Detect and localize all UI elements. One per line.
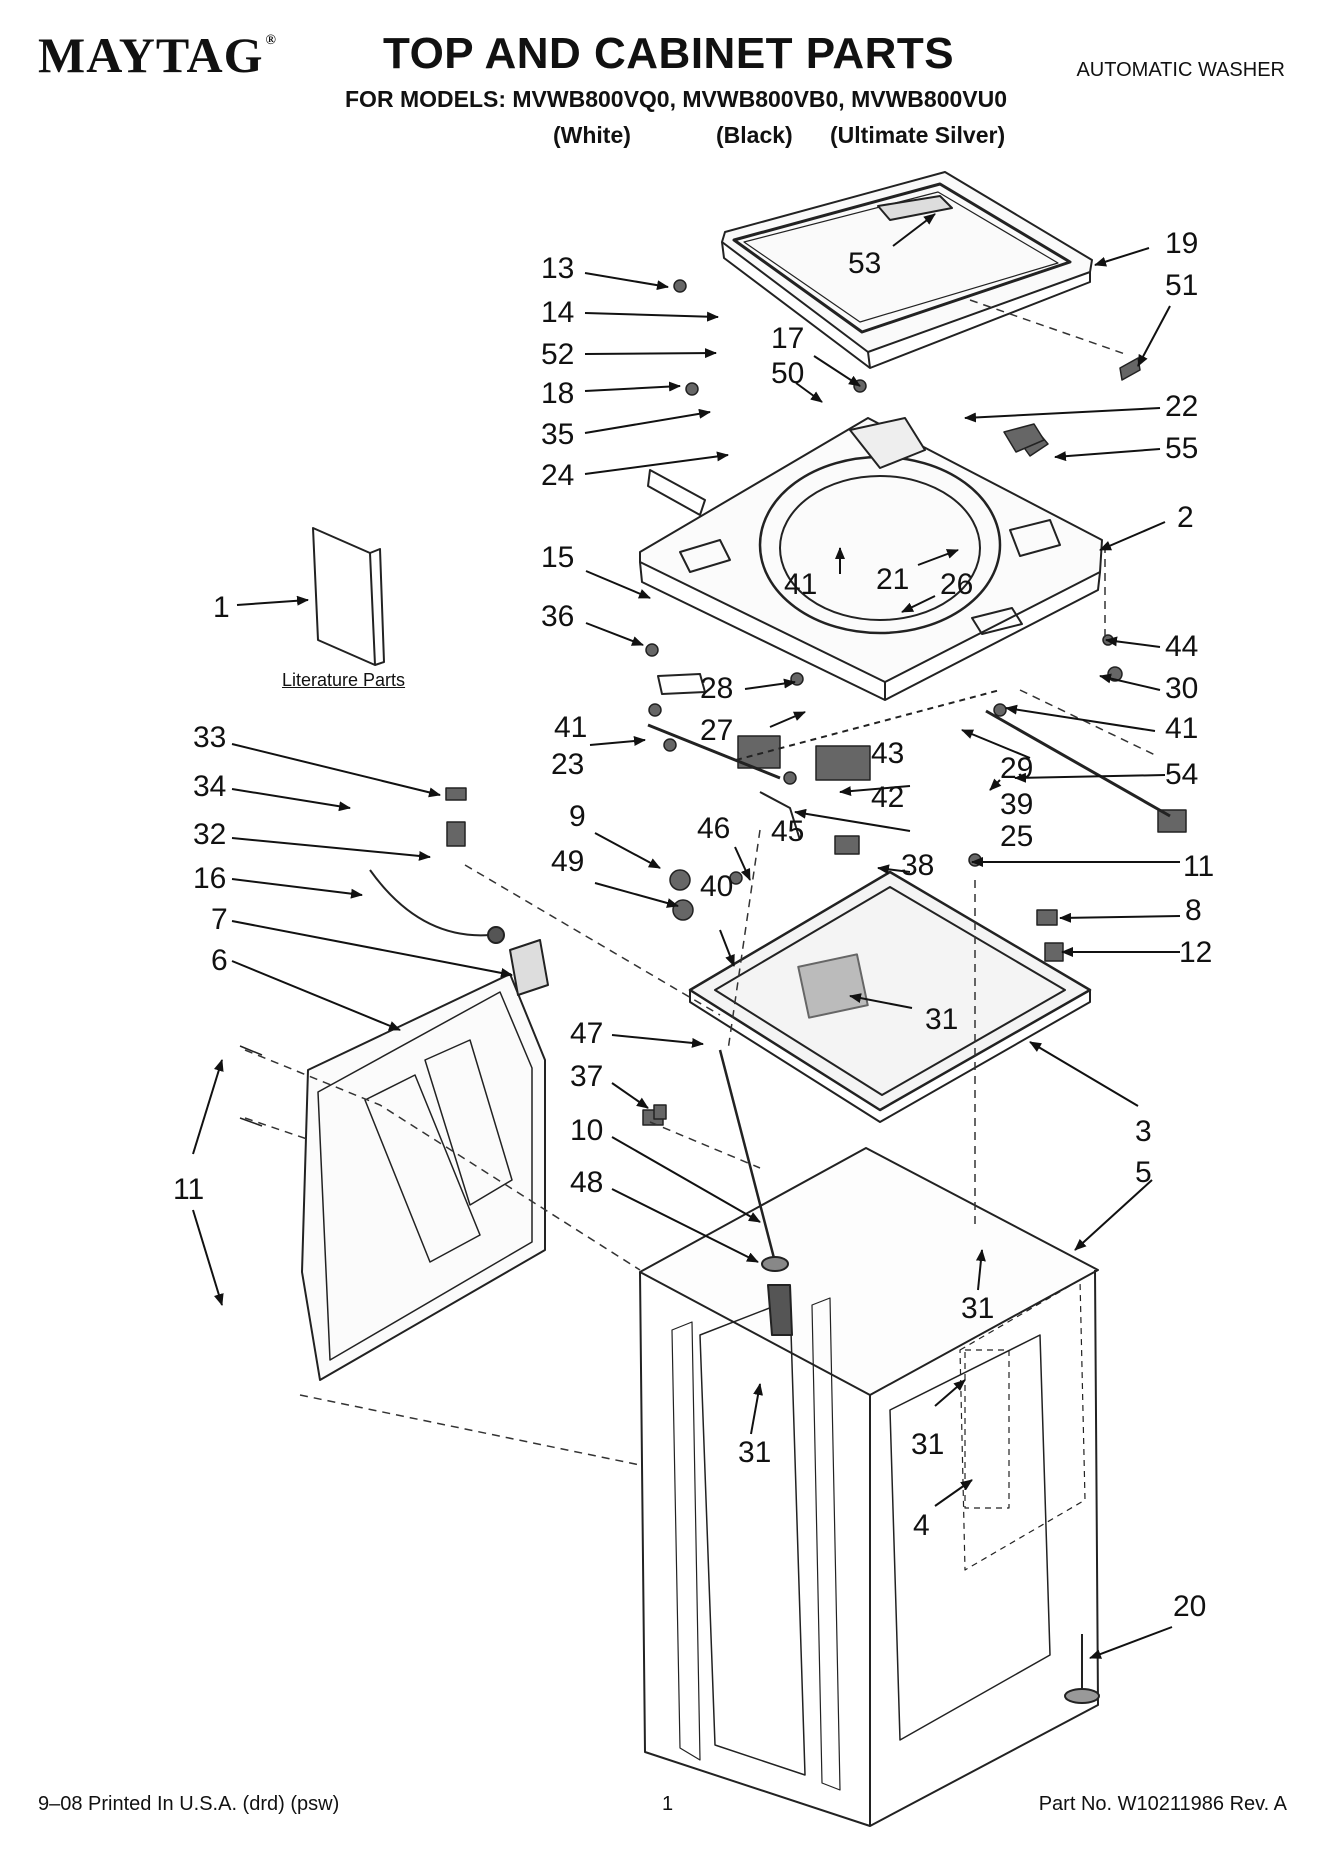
- callout-11-top: 11: [1183, 850, 1214, 883]
- callout-39: 39: [1000, 788, 1033, 821]
- callout-28: 28: [700, 672, 733, 705]
- callout-26: 26: [940, 568, 973, 601]
- rear-panel-part: [301, 973, 546, 1381]
- callout-31-side: 31: [961, 1292, 994, 1325]
- callout-13: 13: [541, 252, 574, 285]
- callout-4: 4: [913, 1509, 930, 1542]
- callout-45: 45: [771, 815, 804, 848]
- callout-41-tub: 41: [784, 568, 817, 601]
- callout-18: 18: [541, 377, 574, 410]
- callout-11-rear: 11: [173, 1173, 204, 1206]
- literature-parts-label: Literature Parts: [282, 670, 406, 690]
- suspension-rod-part: [718, 1049, 793, 1336]
- callout-7: 7: [211, 903, 228, 936]
- callout-52: 52: [541, 338, 574, 371]
- callout-33: 33: [193, 721, 226, 754]
- variant-white: (White): [553, 122, 631, 148]
- callout-3: 3: [1135, 1115, 1152, 1148]
- callout-55: 55: [1165, 432, 1198, 465]
- callout-21: 21: [876, 563, 909, 596]
- page-number: 1: [662, 1793, 674, 1815]
- top-panel-part: [639, 417, 1103, 701]
- callout-labels: 13 14 52 18 35 24 15 36 1 33 34 32 16 7 …: [173, 227, 1214, 1623]
- callout-34: 34: [193, 770, 226, 803]
- callout-20: 20: [1173, 1590, 1206, 1623]
- callout-31-front: 31: [738, 1436, 771, 1469]
- callout-1: 1: [213, 591, 230, 624]
- brand-name: MAYTAG: [38, 27, 264, 83]
- variant-ultimate-silver: (Ultimate Silver): [830, 122, 1006, 148]
- callout-9: 9: [569, 800, 586, 833]
- callout-19: 19: [1165, 227, 1198, 260]
- callout-29: 29: [1000, 752, 1033, 785]
- callout-50: 50: [771, 357, 804, 390]
- callout-51: 51: [1165, 269, 1198, 302]
- models-line: FOR MODELS: MVWB800VQ0, MVWB800VB0, MVWB…: [345, 86, 1008, 112]
- callout-16: 16: [193, 862, 226, 895]
- product-type: AUTOMATIC WASHER: [1076, 59, 1285, 81]
- callout-42: 42: [871, 781, 904, 814]
- assembly-guide-lines: [244, 299, 1156, 1466]
- callout-41-left: 41: [554, 711, 587, 744]
- callout-32: 32: [193, 818, 226, 851]
- callout-27: 27: [700, 714, 733, 747]
- callout-38: 38: [901, 849, 934, 882]
- callout-6: 6: [211, 944, 228, 977]
- cabinet-base-frame-part: [688, 870, 1092, 1123]
- callout-41-right: 41: [1165, 712, 1198, 745]
- callout-37: 37: [570, 1060, 603, 1093]
- callout-47: 47: [570, 1017, 603, 1050]
- print-info: 9–08 Printed In U.S.A. (drd) (psw): [38, 1793, 340, 1815]
- callout-44: 44: [1165, 630, 1198, 663]
- callout-49: 49: [551, 845, 584, 878]
- callout-43: 43: [871, 737, 904, 770]
- callout-30: 30: [1165, 672, 1198, 705]
- page-title: TOP AND CABINET PARTS: [383, 29, 955, 78]
- callout-15: 15: [541, 541, 574, 574]
- callout-17: 17: [771, 322, 804, 355]
- callout-53: 53: [848, 247, 881, 280]
- part-number: Part No. W10211986 Rev. A: [1038, 1793, 1287, 1815]
- callout-8: 8: [1185, 894, 1202, 927]
- callout-23: 23: [551, 748, 584, 781]
- callout-48: 48: [570, 1166, 603, 1199]
- callout-22: 22: [1165, 390, 1198, 423]
- callout-10: 10: [570, 1114, 603, 1147]
- callout-14: 14: [541, 296, 574, 329]
- variant-black: (Black): [716, 122, 793, 148]
- registered-mark: ®: [265, 33, 277, 48]
- brand-logo: MAYTAG®: [38, 27, 277, 83]
- callout-36: 36: [541, 600, 574, 633]
- callout-31-lower: 31: [911, 1428, 944, 1461]
- callout-40: 40: [700, 870, 733, 903]
- callout-35: 35: [541, 418, 574, 451]
- callout-25: 25: [1000, 820, 1033, 853]
- callout-leader-arrows: [192, 213, 1181, 1659]
- callout-54: 54: [1165, 758, 1198, 791]
- callout-2: 2: [1177, 501, 1194, 534]
- callout-12: 12: [1179, 936, 1212, 969]
- literature-booklet-part: [312, 527, 385, 666]
- callout-5: 5: [1135, 1156, 1152, 1189]
- callout-46: 46: [697, 812, 730, 845]
- lid-hinge-part: [877, 195, 953, 221]
- leveling-leg-part: [1064, 1634, 1100, 1704]
- lid-part: [721, 171, 1093, 369]
- cabinet-part: [639, 1147, 1099, 1827]
- pivot-harness-parts: [369, 469, 1171, 996]
- callout-31-base: 31: [925, 1003, 958, 1036]
- callout-24: 24: [541, 459, 574, 492]
